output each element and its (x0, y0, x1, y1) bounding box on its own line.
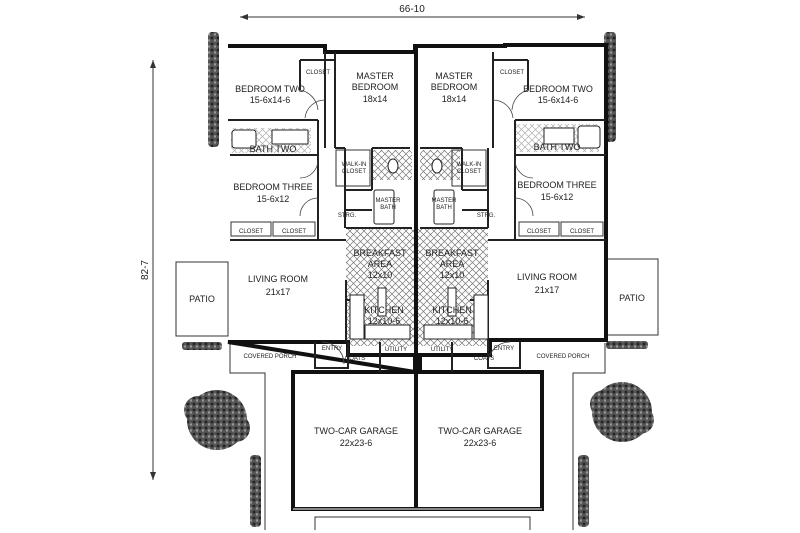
right-closet-1: CLOSET (527, 229, 551, 235)
shrub-right (590, 382, 654, 442)
patio-left (175, 261, 229, 337)
left-master-bedroom-label-2: BEDROOM (352, 82, 399, 92)
right-bedroom-two-size: 15-6x14-6 (538, 95, 579, 105)
left-breakfast-label-1: BREAKFAST (353, 248, 407, 258)
right-breakfast-size: 12x10 (440, 270, 465, 280)
left-utility-label: UTILITY (385, 347, 407, 353)
left-bedroom-two-label: BEDROOM TWO (235, 84, 305, 94)
right-master-bedroom-size: 18x14 (442, 94, 467, 104)
right-master-bedroom-label-2: BEDROOM (431, 82, 478, 92)
right-coats-label: COATS (474, 356, 494, 362)
left-bedroom-two-size: 15-6x14-6 (250, 95, 291, 105)
right-patio-label: PATIO (619, 293, 645, 303)
left-master-bedroom-size: 18x14 (363, 94, 388, 104)
right-breakfast-label-1: BREAKFAST (425, 248, 479, 258)
left-closet-1: CLOSET (239, 229, 263, 235)
left-garage-size: 22x23-6 (340, 438, 373, 448)
right-kitchen-label: KITCHEN (432, 305, 472, 315)
right-bedroom-two-label: BEDROOM TWO (523, 84, 593, 94)
right-covered-porch-label: COVERED PORCH (536, 354, 589, 360)
right-master-bath-label-1: MASTER (431, 198, 457, 204)
right-garage-label: TWO-CAR GARAGE (438, 426, 522, 436)
left-bath-two-label: BATH TWO (250, 144, 297, 154)
patio-right (605, 258, 659, 336)
width-dimension-label: 66-10 (399, 4, 425, 15)
right-living-room-label: LIVING ROOM (517, 272, 577, 282)
right-master-bedroom-label-1: MASTER (435, 71, 473, 81)
left-closet-top: CLOSET (306, 70, 330, 76)
left-kitchen-size: 12x10-6 (368, 316, 401, 326)
left-bedroom-three-label: BEDROOM THREE (233, 182, 312, 192)
width-dimension (240, 14, 585, 20)
left-kitchen-label: KITCHEN (364, 305, 404, 315)
left-bedroom-three-size: 15-6x12 (257, 194, 290, 204)
hedge-right-bottom (578, 455, 589, 527)
right-breakfast-label-2: AREA (440, 259, 465, 269)
left-walk-in-closet-label-2: CLOSET (342, 169, 366, 175)
hedge-right-porch (606, 341, 648, 349)
left-garage-label: TWO-CAR GARAGE (314, 426, 398, 436)
right-kitchen-size: 12x10-6 (436, 316, 469, 326)
right-utility-label: UTILITY (431, 347, 453, 353)
hedge-left-top (208, 32, 219, 147)
hedge-left-porch (182, 342, 222, 350)
right-garage-size: 22x23-6 (464, 438, 497, 448)
door-swings (299, 89, 534, 365)
right-walk-in-closet-label-1: WALK-IN (457, 162, 482, 168)
right-bedroom-three-size: 15-6x12 (541, 192, 574, 202)
left-breakfast-label-2: AREA (368, 259, 393, 269)
entry-vestibules (314, 342, 521, 372)
left-covered-porch-label: COVERED PORCH (243, 354, 296, 360)
right-walk-in-closet-label-2: CLOSET (457, 169, 481, 175)
right-closet-top: CLOSET (500, 70, 524, 76)
left-storage-label: STRG. (338, 213, 357, 219)
kitchen-counters (349, 287, 489, 340)
porch-drive-outline (229, 342, 606, 530)
right-living-room-size: 21x17 (535, 285, 560, 295)
left-walk-in-closet-label-1: WALK-IN (342, 162, 367, 168)
hedge-left-bottom (250, 455, 261, 527)
left-patio-label: PATIO (189, 294, 215, 304)
right-master-bath-label-2: BATH (436, 205, 452, 211)
depth-dimension-label: 82-7 (140, 260, 151, 280)
bath-fixtures (231, 125, 601, 225)
left-breakfast-size: 12x10 (368, 270, 393, 280)
left-coats-label: COATS (345, 356, 365, 362)
right-bedroom-three-label: BEDROOM THREE (517, 180, 596, 190)
left-living-room-size: 21x17 (266, 287, 291, 297)
shrub-left (184, 390, 250, 450)
right-closet-2: CLOSET (570, 229, 594, 235)
right-entry-label: ENTRY (494, 346, 514, 352)
closet-shelves (230, 149, 604, 237)
left-master-bath-label-1: MASTER (375, 198, 401, 204)
right-storage-label: STRG. (477, 213, 496, 219)
left-master-bath-label-2: BATH (380, 205, 396, 211)
left-living-room-label: LIVING ROOM (248, 274, 308, 284)
right-bath-two-label: BATH TWO (534, 142, 581, 152)
left-entry-label: ENTRY (322, 346, 342, 352)
left-master-bedroom-label-1: MASTER (356, 71, 394, 81)
depth-dimension (150, 60, 156, 480)
left-closet-2: CLOSET (282, 229, 306, 235)
